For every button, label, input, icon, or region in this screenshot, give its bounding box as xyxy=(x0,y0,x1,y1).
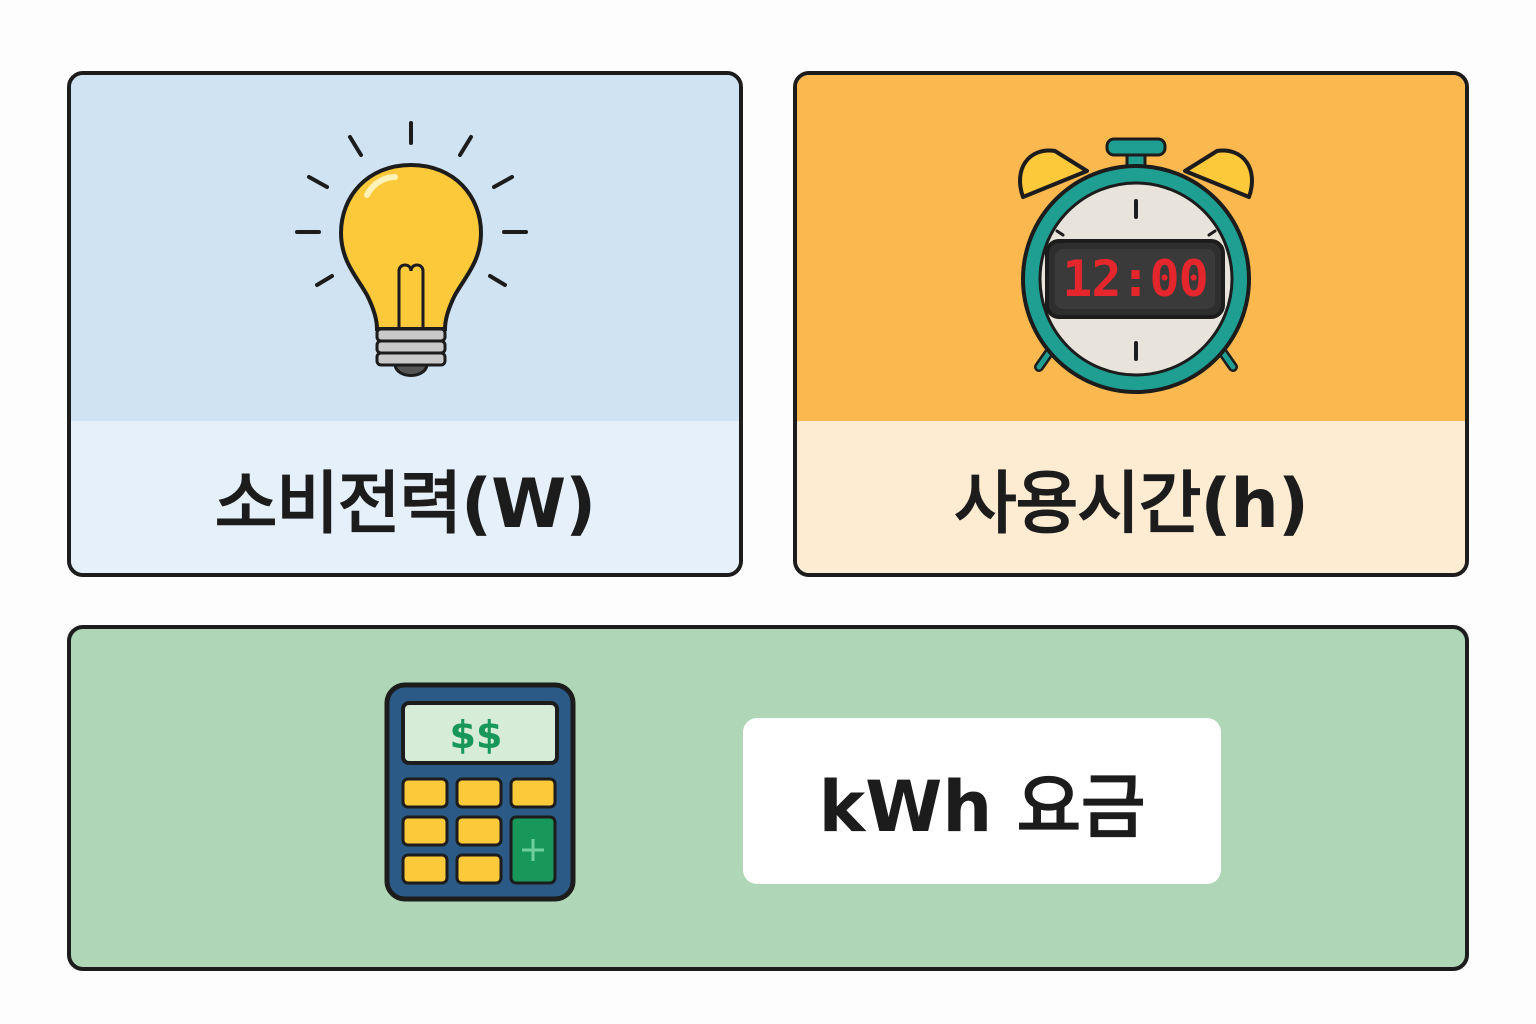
time-card-bottom: 사용시간(h) xyxy=(797,421,1465,573)
usage-time-card: 12:00 사용시간(h) xyxy=(793,71,1469,577)
alarm-clock-icon xyxy=(1017,137,1255,394)
kwh-cost-box: kWh 요금 xyxy=(743,718,1221,884)
kwh-cost-card: $$ kWh 요금 xyxy=(67,625,1469,971)
power-label: 소비전력(W) xyxy=(214,464,596,544)
kwh-cost-label: kWh 요금 xyxy=(818,765,1146,848)
power-card: 소비전력(W) xyxy=(67,71,743,577)
power-card-top xyxy=(71,75,739,421)
power-card-bottom: 소비전력(W) xyxy=(71,421,739,573)
clock-display: 12:00 xyxy=(1062,250,1209,308)
calculator-display: $$ xyxy=(449,713,503,757)
time-card-top: 12:00 xyxy=(797,75,1465,421)
usage-time-label: 사용시간(h) xyxy=(954,464,1309,544)
lightbulb-icon xyxy=(295,121,528,377)
calculator-icon xyxy=(384,682,576,902)
